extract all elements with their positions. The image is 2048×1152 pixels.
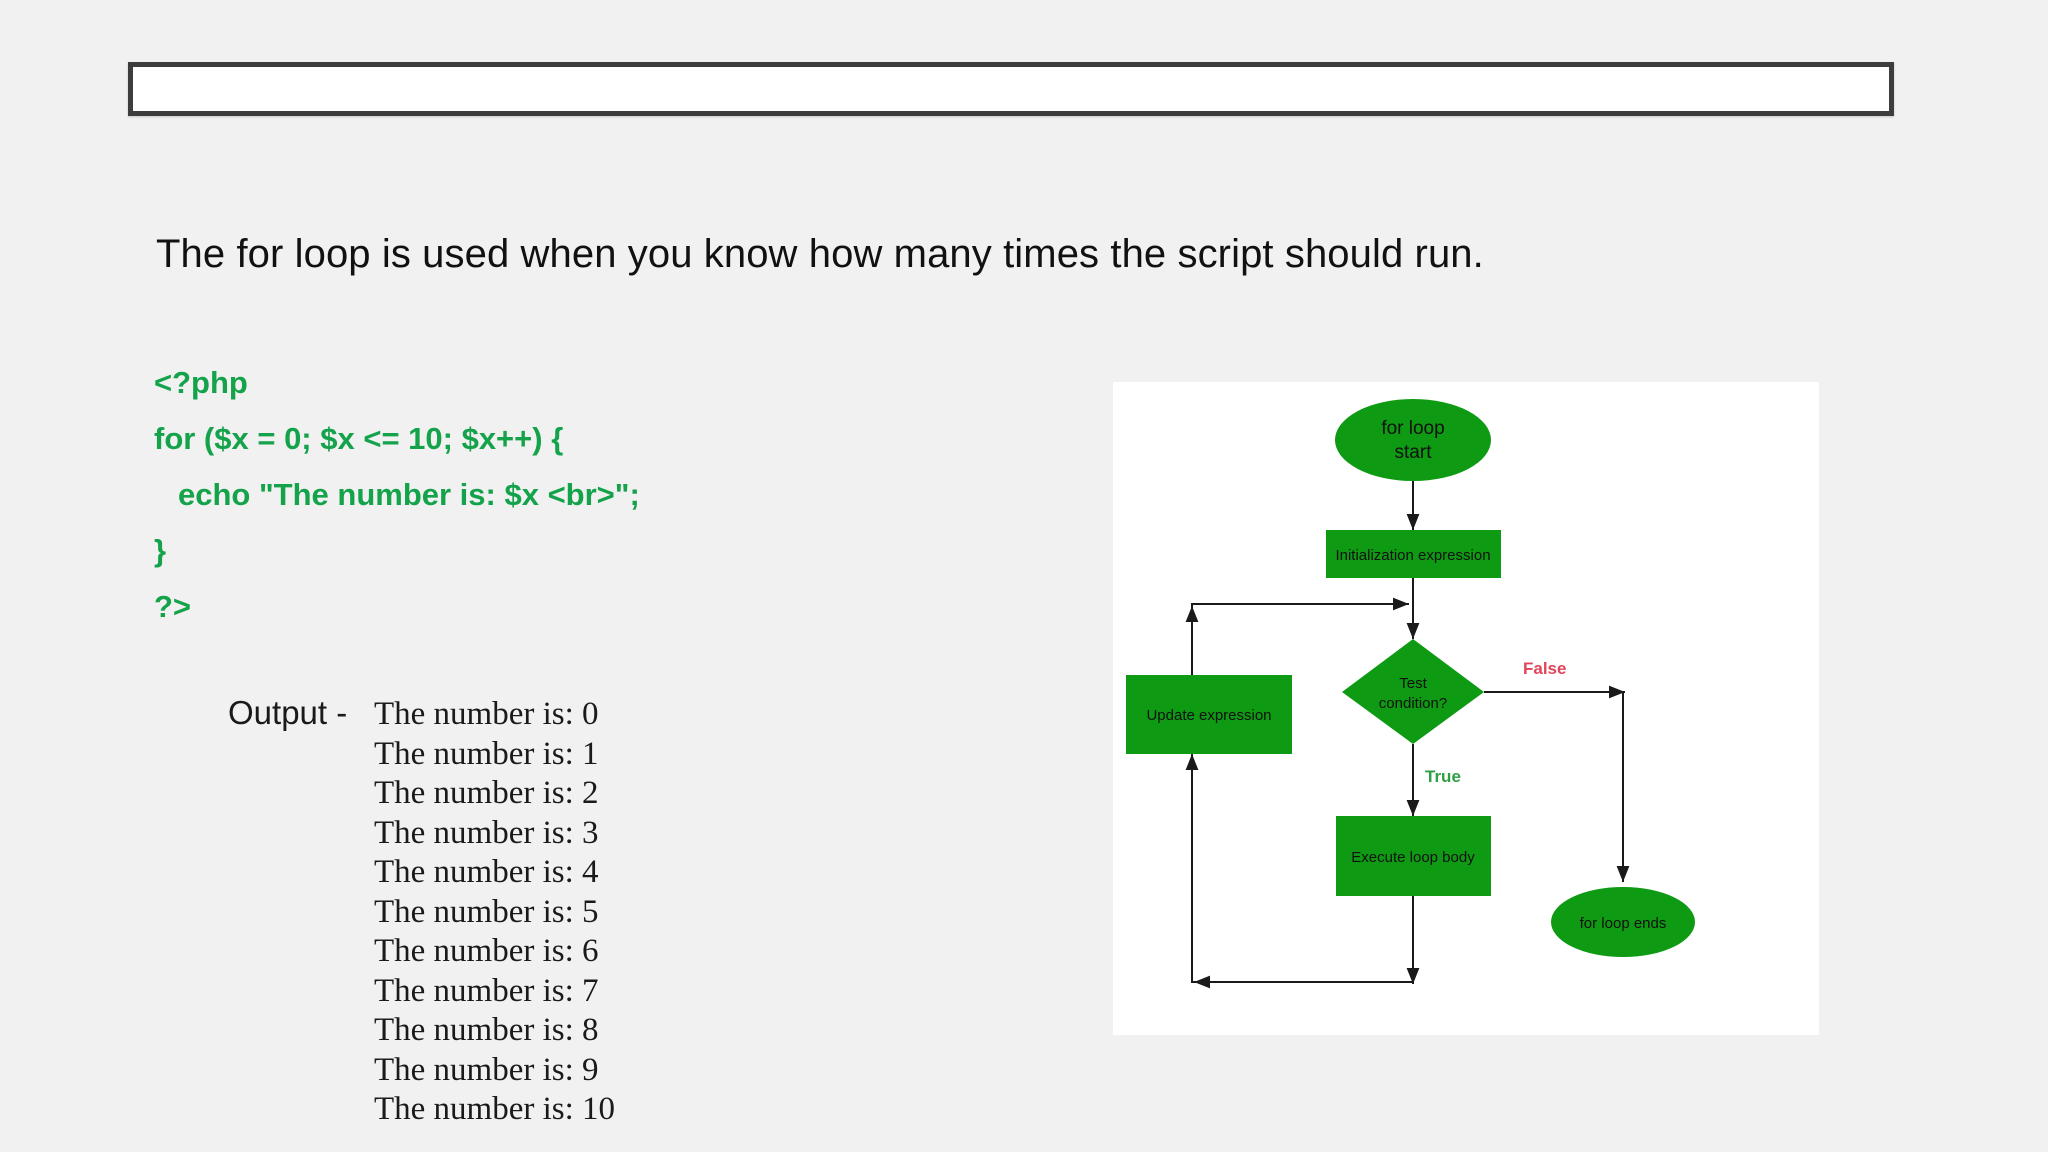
output-block: Output - The number is: 0 Output - The n… [228,694,615,1129]
edge-label-false: False [1523,659,1566,678]
code-line-0: <?php [154,365,248,400]
node-update-label: Update expression [1146,707,1271,724]
node-test-label-line2: condition? [1379,695,1447,712]
output-line: The number is: 9 [374,1051,599,1088]
code-line-1: for ($x = 0; $x <= 10; $x++) { [154,421,564,456]
output-line: The number is: 6 [374,933,599,969]
output-line: The number is: 1 [374,735,599,772]
output-row: Output - The number is: 4 [228,852,615,892]
output-line: The number is: 7 [374,972,599,1009]
output-line: The number is: 5 [374,893,599,930]
node-init-shape [1326,530,1501,578]
output-row: Output - The number is: 7 [228,971,615,1011]
output-line: The number is: 0 [374,696,599,732]
code-line-4: ?> [154,589,192,624]
code-line-3: } [154,533,167,568]
edge-label-true: True [1425,767,1461,786]
output-line: The number is: 4 [374,854,599,890]
slide-title-bar[interactable] [128,62,1894,116]
node-body-shape [1336,816,1491,896]
output-line: The number is: 8 [374,1012,599,1048]
for-loop-flowchart: for loop start Initialization expression… [1126,399,1695,989]
node-test-label-line1: Test [1399,675,1427,692]
output-row: Output - The number is: 3 [228,813,615,853]
output-row: Output - The number is: 10 [228,1089,615,1129]
output-row: Output - The number is: 0 [228,694,615,734]
node-body-label: Execute loop body [1351,849,1475,866]
code-line-2: echo "The number is: $x <br>"; [178,477,640,512]
intro-sentence: The for loop is used when you know how m… [156,232,1484,276]
for-loop-flowchart-panel: for loop start Initialization expression… [1113,382,1819,1035]
edge-test-false-to-end [1484,691,1630,882]
slide-title-text [133,67,1889,79]
output-line: The number is: 2 [374,775,599,811]
output-row: Output - The number is: 1 [228,734,615,774]
output-row: Output - The number is: 5 [228,892,615,932]
output-row: Output - The number is: 6 [228,931,615,971]
edge-update-to-test [1191,597,1409,675]
edge-body-to-update [1185,754,1414,983]
node-end-label: for loop ends [1580,915,1667,932]
node-test-shape [1342,639,1484,744]
node-start-label-line1: for loop [1381,418,1444,439]
output-line: The number is: 3 [374,814,599,851]
node-end-shape [1551,887,1695,957]
output-row: Output - The number is: 9 [228,1050,615,1090]
output-row: Output - The number is: 8 [228,1010,615,1050]
node-start-shape [1335,399,1491,481]
php-code-block: <?php for ($x = 0; $x <= 10; $x++) { ech… [154,355,1014,635]
output-line: The number is: 10 [374,1091,616,1127]
node-start-label-line2: start [1395,442,1433,463]
node-init-label: Initialization expression [1335,547,1490,564]
node-update-shape [1126,675,1292,754]
output-row: Output - The number is: 2 [228,773,615,813]
output-label: Output - [228,694,348,731]
